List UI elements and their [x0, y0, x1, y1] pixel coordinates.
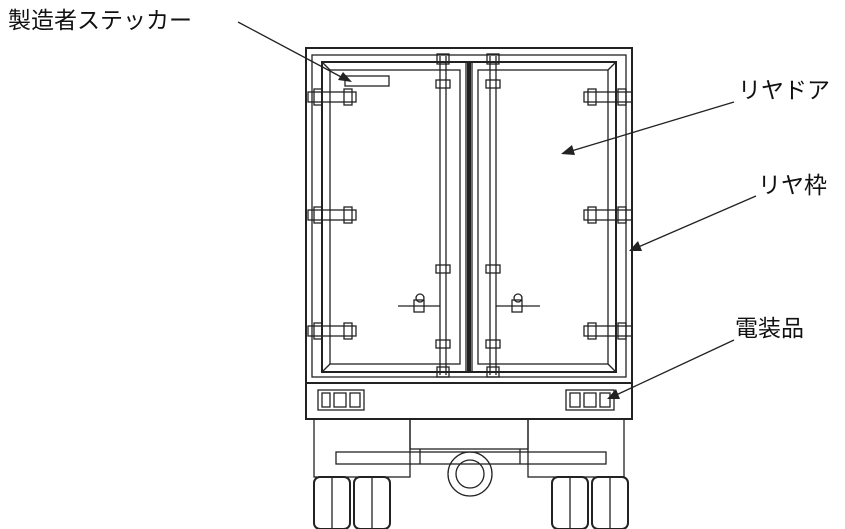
door-seam: [465, 62, 473, 372]
lock-bar-right: [485, 53, 501, 378]
rear-lamp-right: [565, 389, 615, 411]
wheels-right: [551, 476, 629, 529]
chassis: [313, 418, 625, 497]
leader-rear-frame: [629, 195, 757, 251]
leader-manufacturer-sticker: [237, 21, 352, 82]
label-rear-frame: リヤ枠: [758, 173, 827, 199]
leader-rear-door: [561, 101, 735, 155]
leader-electrical: [607, 339, 735, 399]
hinges-right: [583, 88, 633, 340]
rear-door-right: [469, 61, 617, 373]
wheels-left: [313, 476, 391, 529]
hinges-left: [307, 88, 357, 340]
label-electrical: 電装品: [735, 316, 804, 342]
rear-bumper: [305, 382, 633, 420]
door-handle-left: [398, 293, 440, 313]
door-handle-right: [496, 293, 540, 313]
label-manufacturer-sticker: 製造者ステッカー: [8, 8, 192, 34]
manufacturer-sticker: [344, 75, 390, 87]
lock-bar-left: [435, 53, 451, 378]
label-rear-door: リヤドア: [738, 78, 830, 104]
